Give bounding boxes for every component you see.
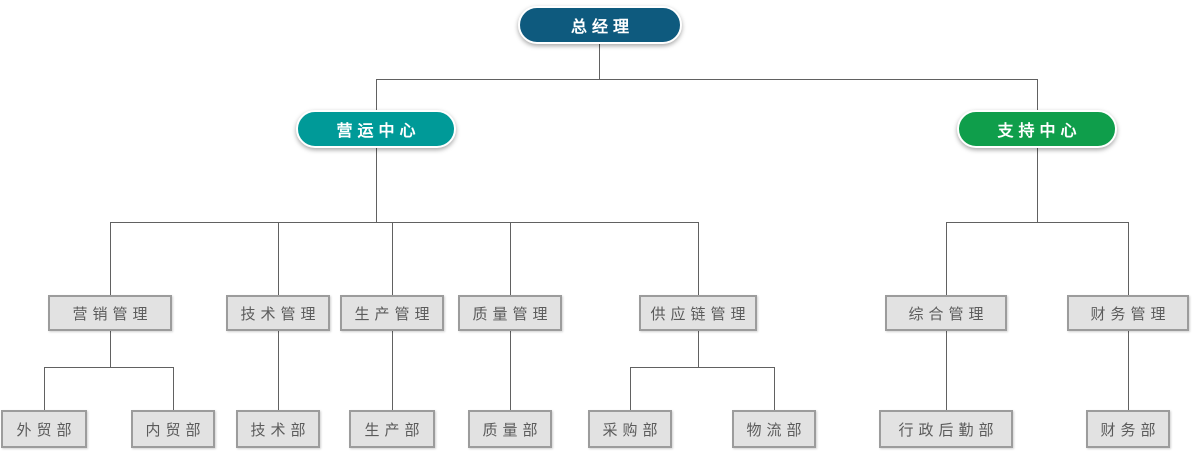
connector-line xyxy=(630,367,774,368)
org-node-logistics-dept[interactable]: 物流部 xyxy=(732,410,816,448)
connector-line xyxy=(774,367,775,410)
org-node-quality-management[interactable]: 质量管理 xyxy=(458,295,562,331)
org-node-operations-center[interactable]: 营运中心 xyxy=(296,110,456,148)
org-node-marketing-management[interactable]: 营销管理 xyxy=(48,295,172,331)
org-node-production-management[interactable]: 生产管理 xyxy=(340,295,444,331)
connector-line xyxy=(1128,331,1129,410)
connector-line xyxy=(392,331,393,410)
connector-line xyxy=(110,222,698,223)
connector-line xyxy=(376,148,377,222)
connector-line xyxy=(510,222,511,295)
connector-line xyxy=(946,331,947,410)
connector-line xyxy=(599,44,600,79)
connector-line xyxy=(946,222,1128,223)
org-node-admin-support-dept[interactable]: 行政后勤部 xyxy=(879,410,1013,448)
org-node-general-manager[interactable]: 总经理 xyxy=(518,6,682,44)
org-node-finance-management[interactable]: 财务管理 xyxy=(1067,295,1189,331)
connector-line xyxy=(173,367,174,410)
org-node-production-dept[interactable]: 生产部 xyxy=(349,410,435,448)
org-node-support-center[interactable]: 支持中心 xyxy=(957,110,1117,148)
connector-line xyxy=(44,367,45,410)
connector-line xyxy=(1037,148,1038,222)
org-node-general-administration-management[interactable]: 综合管理 xyxy=(885,295,1007,331)
connector-line xyxy=(1037,79,1038,110)
org-node-technology-dept[interactable]: 技术部 xyxy=(236,410,320,448)
connector-line xyxy=(510,331,511,410)
connector-line xyxy=(278,331,279,410)
org-node-foreign-trade-dept[interactable]: 外贸部 xyxy=(1,410,87,448)
connector-line xyxy=(946,222,947,295)
connector-line xyxy=(376,79,1037,80)
org-node-technology-management[interactable]: 技术管理 xyxy=(226,295,330,331)
org-node-quality-dept[interactable]: 质量部 xyxy=(468,410,552,448)
org-node-procurement-dept[interactable]: 采购部 xyxy=(588,410,672,448)
connector-line xyxy=(376,79,377,110)
org-node-domestic-trade-dept[interactable]: 内贸部 xyxy=(131,410,215,448)
connector-line xyxy=(110,331,111,367)
org-node-supply-chain-management[interactable]: 供应链管理 xyxy=(639,295,757,331)
connector-line xyxy=(392,222,393,295)
org-node-finance-dept[interactable]: 财务部 xyxy=(1086,410,1170,448)
connector-line xyxy=(630,367,631,410)
connector-line xyxy=(110,222,111,295)
connector-line xyxy=(1128,222,1129,295)
connector-line xyxy=(698,222,699,295)
connector-line xyxy=(278,222,279,295)
connector-line xyxy=(698,331,699,367)
connector-line xyxy=(44,367,173,368)
